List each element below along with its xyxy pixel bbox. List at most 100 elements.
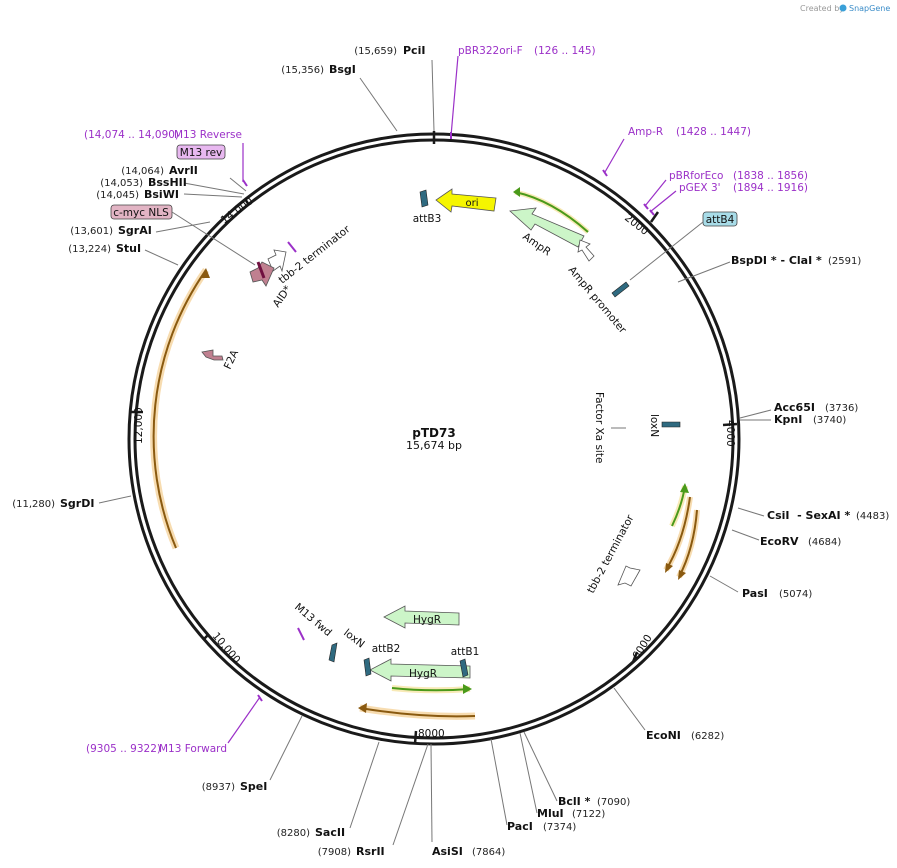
enzyme-sacII: (8280) SacII xyxy=(277,826,345,839)
enzyme-stuI: (13,224) StuI xyxy=(68,242,141,255)
enzyme-name-bclI: BclI * xyxy=(558,795,591,808)
hygr-label-2: HygR xyxy=(409,668,437,680)
ampr-orf-green xyxy=(514,191,589,233)
ampr-orf-arrowhead xyxy=(513,187,520,197)
primer-name-m13-reverse: M13 Reverse xyxy=(174,129,242,141)
enzyme-pos-mluI: (7122) xyxy=(572,809,605,820)
attb1-label: attB1 xyxy=(451,646,480,658)
tick-label-12000: 12,000 xyxy=(133,407,145,444)
m13fwd-label: M13 fwd xyxy=(292,601,334,639)
ori-label: ori xyxy=(465,198,478,209)
enzyme-kpnI: KpnI (3740) xyxy=(774,413,846,426)
enzyme-name-avrII: AvrII xyxy=(169,164,198,177)
right-orf-orange1-arrowhead xyxy=(665,563,673,573)
enzyme-csiI-sexAI: CsiI - SexAI * (4483) xyxy=(767,509,889,522)
enzyme-name-bspDI-claI: BspDI * - ClaI * xyxy=(731,254,822,267)
enzyme-name-acc65I: Acc65I xyxy=(774,401,815,414)
enzyme-bsgI: (15,356) BsgI xyxy=(281,63,356,76)
loxn-left-label: loxN xyxy=(341,627,367,651)
attb4-box: attB4 xyxy=(702,211,738,227)
enzyme-rsrII: (7908) RsrII xyxy=(318,845,385,858)
enzyme-name-kpnI: KpnI xyxy=(774,413,802,426)
enzyme-name-sgrAI: SgrAI xyxy=(118,224,152,237)
enzyme-pos-ecoRV: (4684) xyxy=(808,537,841,548)
enzyme-pos-bsgI: (15,356) xyxy=(281,65,324,76)
cmyc-nls-label: c-myc NLS xyxy=(113,207,169,219)
primer-range-m13-forward: (9305 .. 9322) xyxy=(86,743,161,755)
hygr-orf-green-arrowhead xyxy=(463,684,472,694)
enzyme-pos-sgrAI: (13,601) xyxy=(70,226,113,237)
tick-label-2000: 2000 xyxy=(622,212,650,238)
enzyme-pos-pacI: (7374) xyxy=(543,822,576,833)
enzyme-pos-rsrII: (7908) xyxy=(318,847,351,858)
primer-range-pGEX3: (1894 .. 1916) xyxy=(733,182,808,194)
ampr-arrow xyxy=(509,207,585,248)
enzyme-name-ecoNI: EcoNI xyxy=(646,729,681,742)
attb4-leader xyxy=(629,221,704,281)
tbb2-terminator-arrow-right xyxy=(617,565,641,587)
attb2-label: attB2 xyxy=(372,643,401,655)
primer-name-m13-forward: M13 Forward xyxy=(159,743,227,755)
tick-marks xyxy=(131,131,738,745)
attb3-label: attB3 xyxy=(413,213,442,225)
primer-name-pGEX3: pGEX 3' xyxy=(679,182,721,194)
enzyme-name-pciI: PciI xyxy=(403,44,425,57)
aid-marker xyxy=(256,261,266,279)
enzyme-avrII: (14,064) AvrII xyxy=(121,164,198,177)
primer-m13-reverse: (14,074 .. 14,090) M13 Reverse xyxy=(84,129,242,141)
plasmid-length: 15,674 bp xyxy=(406,439,462,452)
enzyme-pacI: PacI (7374) xyxy=(507,820,576,833)
enzyme-pos-avrII: (14,064) xyxy=(121,166,164,177)
tick-label-8000: 8000 xyxy=(418,728,445,740)
primer-name-pBR322ori-F: pBR322ori-F xyxy=(458,45,523,57)
primer-leaders xyxy=(227,55,677,744)
tick-label-4000: 4000 xyxy=(724,420,736,447)
hygr-arrow-2 xyxy=(369,658,471,682)
ori-arrow xyxy=(435,188,497,213)
enzyme-pciI: (15,659) PciI xyxy=(354,44,425,57)
enzyme-pos-bsiWI: (14,045) xyxy=(96,190,139,201)
enzyme-pos-pasI: (5074) xyxy=(779,589,812,600)
enzyme-pos-ecoNI: (6282) xyxy=(691,731,724,742)
enzyme-ecoNI: EcoNI (6282) xyxy=(646,729,724,742)
enzyme-name-ecoRV: EcoRV xyxy=(760,535,799,548)
left-orf-arrowhead xyxy=(200,268,210,278)
enzyme-pos-bssHII: (14,053) xyxy=(100,178,143,189)
enzyme-pos-sgrDI: (11,280) xyxy=(12,499,55,510)
enzyme-name-rsrII: RsrII xyxy=(356,845,385,858)
enzyme-name-sgrDI: SgrDI xyxy=(60,497,94,510)
factor-xa-label: Factor Xa site xyxy=(593,392,605,463)
right-orf-green-arrowhead xyxy=(680,483,689,493)
primer-name-pBRforEco: pBRforEco xyxy=(669,170,723,182)
enzyme-ecoRV: EcoRV (4684) xyxy=(760,535,841,548)
primer-arrows xyxy=(242,132,655,702)
loxn-right-label: loxN xyxy=(648,414,660,437)
enzyme-pos-pciI: (15,659) xyxy=(354,46,397,57)
enzyme-leaders xyxy=(98,59,772,846)
enzyme-name-mluI: MluI xyxy=(537,807,564,820)
primer-pBRforEco: pBRforEco (1838 .. 1856) xyxy=(669,170,808,182)
tick-label-6000: 6000 xyxy=(630,633,654,662)
loxn-left-marker xyxy=(328,642,338,663)
enzyme-bspDI-claI: BspDI * - ClaI * (2591) xyxy=(731,254,861,267)
enzyme-sgrAI: (13,601) SgrAI xyxy=(70,224,152,237)
plasmid-name: pTD73 xyxy=(412,426,455,440)
enzyme-name-sacII: SacII xyxy=(315,826,345,839)
enzyme-pos-bspDI-claI: (2591) xyxy=(828,256,861,267)
primer-name-amp-r: Amp-R xyxy=(628,126,663,138)
f2a-label: F2A xyxy=(222,347,242,371)
enzyme-bssHII: (14,053) BssHII xyxy=(100,176,187,189)
loxn-right-marker xyxy=(661,421,681,428)
primer-amp-r: Amp-R (1428 .. 1447) xyxy=(628,126,751,138)
bottom-orf-orange-arrowhead xyxy=(358,703,367,713)
m13-rev-box: M13 rev xyxy=(176,144,226,160)
enzyme-pos-bclI: (7090) xyxy=(597,797,630,808)
enzyme-pos-asiSI: (7864) xyxy=(472,847,505,858)
tbb2-terminator-arrow-top xyxy=(267,249,287,273)
right-orf-orange1 xyxy=(665,496,691,571)
enzyme-name-stuI: StuI xyxy=(116,242,141,255)
primer-m13-forward: (9305 .. 9322) M13 Forward xyxy=(86,743,227,755)
enzyme-sgrDI: (11,280) SgrDI xyxy=(12,497,94,510)
hygr-label-1: HygR xyxy=(413,614,441,626)
watermark-brand: SnapGene xyxy=(849,4,890,13)
